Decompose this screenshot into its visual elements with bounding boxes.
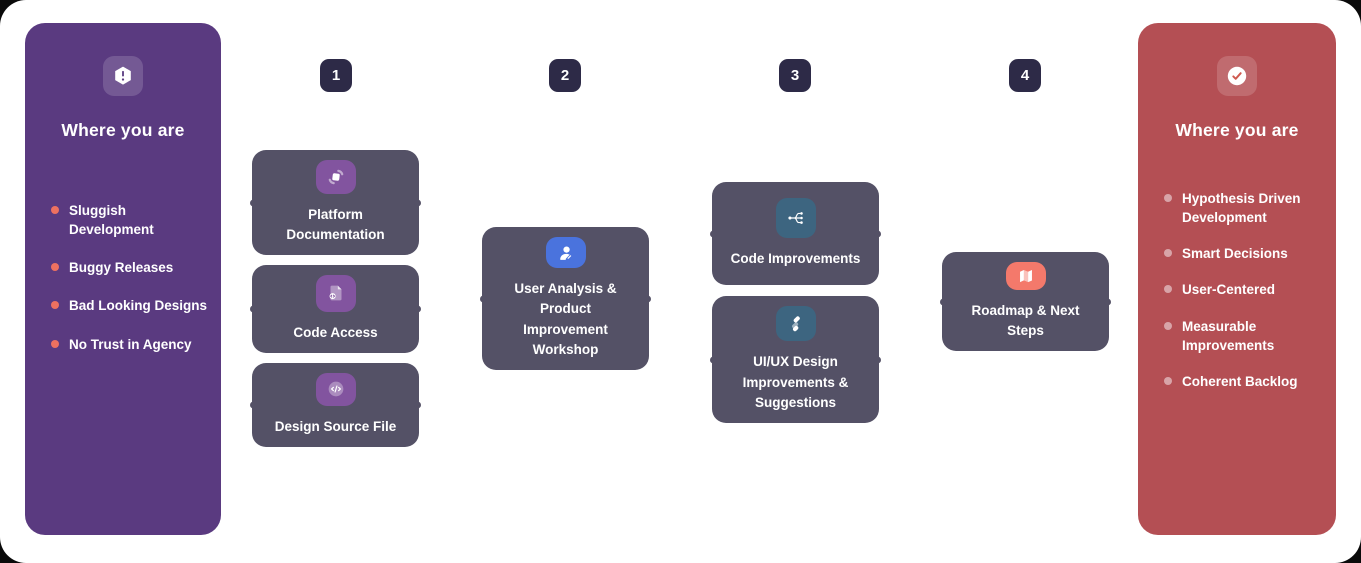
- check-circle-icon: [1217, 56, 1257, 96]
- user-edit-icon: [545, 237, 586, 268]
- bullet-dot: [1164, 321, 1172, 330]
- card-label: Code Improvements: [730, 250, 861, 266]
- card-label: Design Source File: [274, 418, 397, 434]
- pain-points-list: Sluggish Development Buggy Releases Bad …: [25, 201, 221, 354]
- bullet-dot: [51, 339, 59, 348]
- bullet-dot: [1164, 285, 1172, 294]
- list-item: Coherent Backlog: [1164, 372, 1322, 391]
- list-item: Measurable Improvements: [1164, 317, 1322, 355]
- current-state-panel: Where you are Sluggish Development Buggy…: [25, 23, 221, 535]
- list-item-label: No Trust in Agency: [69, 336, 192, 352]
- sync-box-icon: [315, 160, 356, 194]
- card-label: User Analysis & Product Improvement Work…: [514, 281, 617, 357]
- step-badge-4: 4: [1009, 59, 1041, 92]
- map-icon: [1005, 262, 1046, 290]
- list-item-label: Hypothesis Driven Development: [1182, 191, 1301, 226]
- step-badge-2: 2: [549, 59, 581, 92]
- brush-strokes-icon: [775, 306, 816, 342]
- step-badge-1: 1: [320, 59, 352, 92]
- card-label: Code Access: [293, 324, 378, 340]
- list-item-label: Bad Looking Designs: [69, 298, 208, 314]
- panel-title: Where you are: [1175, 120, 1299, 140]
- list-item: Hypothesis Driven Development: [1164, 189, 1322, 227]
- list-item-label: Buggy Releases: [69, 260, 174, 276]
- card-design-source-file: Design Source File: [252, 363, 419, 447]
- list-item-label: Smart Decisions: [1182, 246, 1288, 262]
- list-item-label: Sluggish Development: [69, 203, 154, 238]
- list-item-label: Coherent Backlog: [1182, 373, 1298, 389]
- step-badge-3: 3: [779, 59, 811, 92]
- list-item-label: Measurable Improvements: [1182, 318, 1275, 353]
- list-item: Bad Looking Designs: [51, 296, 207, 315]
- bullet-dot: [51, 263, 59, 272]
- bullet-dot: [51, 206, 59, 214]
- card-uiux-design-improvements: UI/UX Design Improvements & Suggestions: [712, 296, 879, 423]
- card-label: Platform Documentation: [286, 206, 385, 242]
- list-item: Smart Decisions: [1164, 244, 1322, 263]
- list-item: Buggy Releases: [51, 258, 207, 277]
- list-item: User-Centered: [1164, 280, 1322, 299]
- card-roadmap-next-steps: Roadmap & Next Steps: [942, 252, 1109, 351]
- alert-hexagon-icon: [103, 56, 143, 96]
- code-file-icon: [315, 275, 356, 312]
- card-code-access: Code Access: [252, 265, 419, 353]
- branch-icon: [775, 197, 816, 238]
- bullet-dot: [51, 301, 59, 310]
- list-item: Sluggish Development: [51, 201, 207, 239]
- card-platform-documentation: Platform Documentation: [252, 150, 419, 255]
- future-state-panel: Where you are Hypothesis Driven Developm…: [1138, 23, 1336, 535]
- card-label: Roadmap & Next Steps: [971, 302, 1080, 338]
- panel-title: Where you are: [61, 120, 185, 140]
- card-code-improvements: Code Improvements: [712, 182, 879, 285]
- bullet-dot: [1164, 194, 1172, 202]
- bullet-dot: [1164, 376, 1172, 385]
- benefits-list: Hypothesis Driven Development Smart Deci…: [1138, 189, 1336, 391]
- bullet-dot: [1164, 249, 1172, 258]
- list-item-label: User-Centered: [1182, 282, 1276, 298]
- code-circle-icon: [315, 373, 356, 406]
- card-user-analysis-workshop: User Analysis & Product Improvement Work…: [482, 227, 649, 370]
- list-item: No Trust in Agency: [51, 335, 207, 354]
- card-label: UI/UX Design Improvements & Suggestions: [742, 354, 849, 410]
